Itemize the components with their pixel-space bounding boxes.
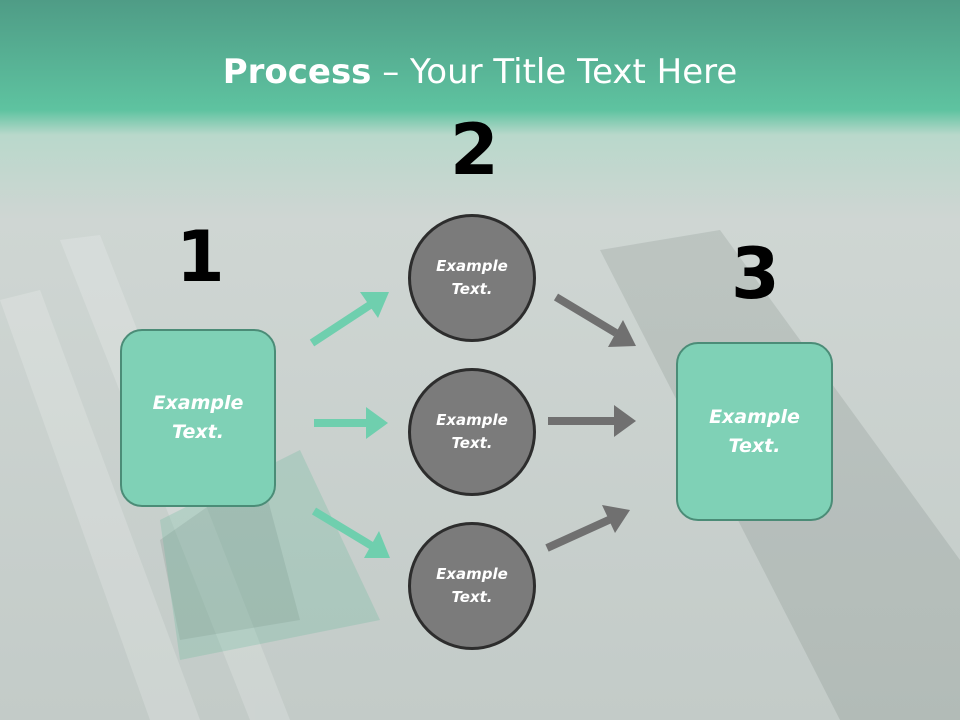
page-title: Process – Your Title Text Here — [222, 52, 738, 92]
step-2-circle-3: Example Text. — [408, 522, 536, 650]
step-2-circle-2: Example Text. — [408, 368, 536, 496]
step-1-text: Example Text. — [152, 392, 244, 443]
step-1-box: Example Text. — [120, 329, 276, 507]
step-2-text-3: Example Text. — [436, 565, 508, 606]
step-2-text-2: Example Text. — [436, 411, 508, 452]
arrow-circle-2-to-3 — [548, 405, 636, 437]
step-3-box: Example Text. — [676, 342, 833, 521]
step-2-circle-1: Example Text. — [408, 214, 536, 342]
arrow-circle-3-to-3 — [545, 505, 630, 552]
step-3-text: Example Text. — [709, 405, 800, 457]
arrow-1-to-circle-1 — [309, 292, 389, 347]
arrow-1-to-circle-2 — [314, 407, 388, 439]
step-1-number: 1 — [176, 216, 225, 298]
header-band: Process – Your Title Text Here — [0, 0, 960, 135]
step-2-text-1: Example Text. — [436, 257, 508, 298]
step-3-number: 3 — [731, 233, 780, 315]
arrow-circle-1-to-3 — [553, 293, 636, 347]
arrow-1-to-circle-3 — [311, 507, 390, 558]
step-2-number: 2 — [450, 109, 499, 191]
